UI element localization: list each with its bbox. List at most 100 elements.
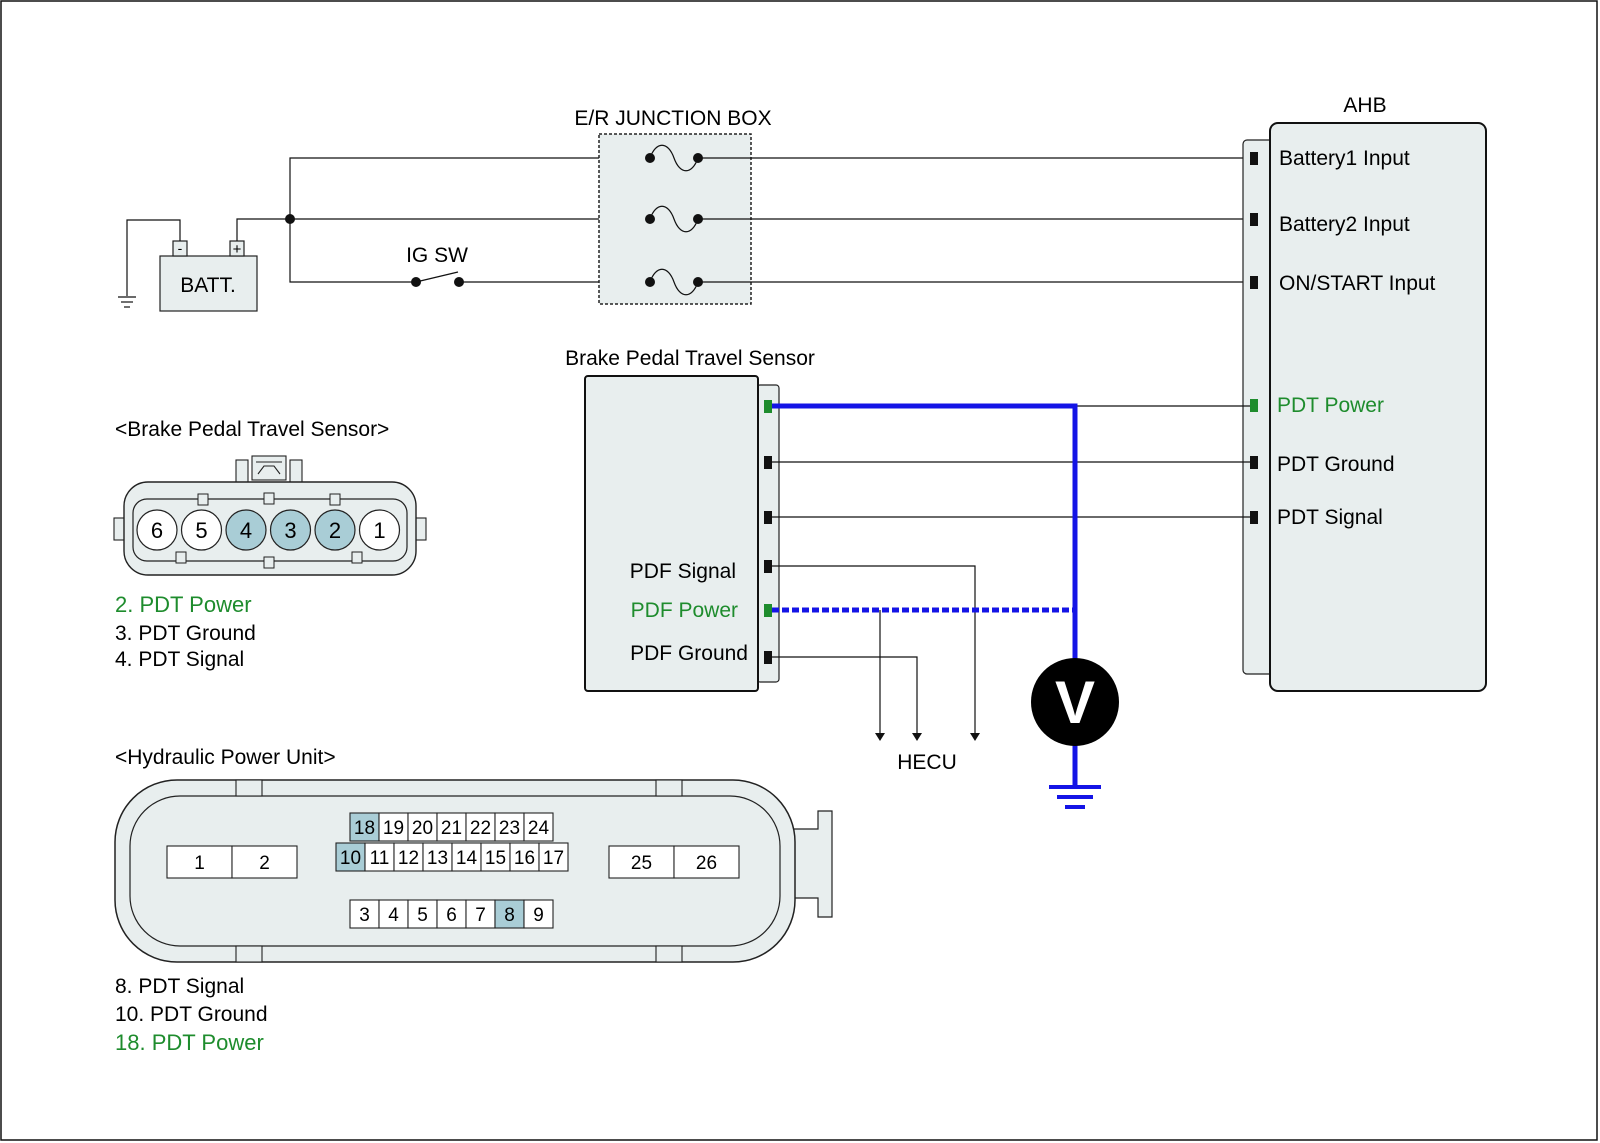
hpu-pin-8: 8: [494, 899, 525, 929]
sensor-pin-number: 4: [240, 518, 252, 543]
hpu-connector-legend: 8. PDT Signal 10. PDT Ground 18. PDT Pow…: [115, 975, 268, 1055]
sensor-pin-4: 4: [225, 509, 267, 551]
hpu-pin-number: 7: [475, 905, 486, 926]
junction-box: E/R JUNCTION BOX: [574, 107, 772, 305]
sensor-legend-item: 4. PDT Signal: [115, 648, 244, 671]
hpu-pin-25: 25: [608, 845, 675, 879]
bpts-label-pdf-ground: PDF Ground: [630, 642, 748, 665]
sensor-pin-number: 5: [195, 518, 207, 543]
hecu-label: HECU: [897, 751, 957, 774]
ahb-pin-pdt-signal: PDT Signal: [1277, 506, 1383, 529]
hpu-pin-number: 22: [470, 818, 491, 839]
junction-box-title: E/R JUNCTION BOX: [574, 107, 771, 130]
voltmeter-symbol: V: [1055, 669, 1095, 736]
ahb-body: [1269, 122, 1487, 692]
hpu-pin-12: 12: [393, 842, 424, 872]
hpu-pin-number: 9: [533, 905, 544, 926]
battery-label: BATT.: [180, 274, 236, 297]
sensor-pin-2: 2: [314, 509, 356, 551]
hpu-pin-number: 5: [417, 905, 428, 926]
sensor-pin-number: 3: [284, 518, 296, 543]
battery-positive-label: +: [233, 241, 242, 258]
sensor-pin-5: 5: [180, 509, 223, 551]
bpts-connector-strip: [756, 384, 780, 683]
hpu-pin-number: 10: [340, 848, 361, 869]
fuse-1: [645, 144, 703, 172]
ahb-supply-wires: [698, 157, 1250, 283]
hpu-pin-16: 16: [509, 842, 540, 872]
splice-dot: [285, 214, 295, 224]
sensor-legend-item: 3. PDT Ground: [115, 622, 256, 645]
sensor-connector-title: <Brake Pedal Travel Sensor>: [115, 418, 389, 441]
hpu-connector-title: <Hydraulic Power Unit>: [115, 746, 336, 769]
hpu-legend-item: 10. PDT Ground: [115, 1003, 268, 1026]
hpu-pin-6: 6: [436, 899, 467, 929]
hpu-pin-26: 26: [673, 845, 740, 879]
sensor-legend-item: 2. PDT Power: [115, 592, 252, 617]
hpu-pin-10: 10: [335, 842, 366, 872]
sensor-hecu-wires: [772, 565, 976, 733]
measurement-wires: [772, 403, 1078, 785]
fuse-3: [645, 268, 703, 296]
hpu-pin-number: 1: [194, 853, 205, 874]
ahb-pin-on-start: ON/START Input: [1279, 272, 1436, 295]
hpu-pin-number: 3: [359, 905, 370, 926]
sensor-ahb-wires: [772, 405, 1250, 518]
hecu-arrows: [875, 733, 980, 741]
hpu-pin-11: 11: [364, 842, 395, 872]
ahb-module: AHB Battery1 Input Battery2 Input ON/STA…: [1242, 94, 1487, 692]
hpu-pin-number: 25: [631, 853, 652, 874]
hpu-pin-number: 23: [499, 818, 520, 839]
hpu-pin-number: 26: [696, 853, 717, 874]
sensor-connector-legend: 2. PDT Power 3. PDT Ground 4. PDT Signal: [115, 592, 256, 671]
sensor-pin-1: 1: [358, 509, 401, 551]
ground-icon: [1049, 785, 1101, 809]
hpu-pin-number: 18: [354, 818, 375, 839]
hpu-pin-22: 22: [465, 812, 496, 842]
hpu-pin-20: 20: [407, 812, 438, 842]
hpu-legend-item: 18. PDT Power: [115, 1030, 264, 1055]
bpts-pin-markers: [764, 400, 772, 664]
hpu-pin-7: 7: [465, 899, 496, 929]
bpts-label-pdf-signal: PDF Signal: [630, 560, 736, 583]
hpu-pin-3: 3: [349, 899, 380, 929]
hpu-pin-number: 19: [383, 818, 404, 839]
hpu-pin-13: 13: [422, 842, 453, 872]
hpu-pin-1: 1: [166, 845, 233, 879]
hpu-pin-number: 15: [485, 848, 506, 869]
bpts-body: [584, 375, 759, 692]
hpu-pin-number: 13: [427, 848, 448, 869]
ahb-pin-battery2: Battery2 Input: [1279, 213, 1410, 236]
hpu-pin-9: 9: [523, 899, 554, 929]
hpu-pin-23: 23: [494, 812, 525, 842]
hpu-pin-number: 2: [259, 853, 270, 874]
sensor-pin-3: 3: [269, 509, 312, 551]
hpu-pin-number: 12: [398, 848, 419, 869]
battery-body: [159, 255, 258, 312]
ahb-pin-battery1: Battery1 Input: [1279, 147, 1410, 170]
battery-negative-label: -: [178, 240, 183, 256]
sensor-pin-6: 6: [136, 509, 178, 551]
hpu-pin-4: 4: [378, 899, 409, 929]
voltmeter-icon: V: [1031, 658, 1119, 746]
sensor-pin-number: 2: [329, 518, 341, 543]
ahb-pin-pdt-power: PDT Power: [1277, 394, 1384, 417]
hpu-pin-24: 24: [523, 812, 554, 842]
hpu-pin-number: 6: [446, 905, 457, 926]
hpu-pin-19: 19: [378, 812, 409, 842]
hpu-pin-number: 11: [370, 848, 390, 869]
hpu-pin-14: 14: [451, 842, 482, 872]
ig-switch: IG SW: [406, 244, 468, 287]
bpts-module: Brake Pedal Travel Sensor PDF Signal PDF…: [565, 347, 815, 692]
battery: BATT. - +: [159, 240, 258, 312]
hpu-pin-2: 2: [231, 845, 298, 879]
hpu-pin-15: 15: [480, 842, 511, 872]
hpu-pin-5: 5: [407, 899, 438, 929]
sensor-pin-number: 6: [151, 518, 163, 543]
ahb-pin-pdt-ground: PDT Ground: [1277, 453, 1395, 476]
sensor-pin-number: 1: [373, 518, 385, 543]
hpu-pin-number: 16: [514, 848, 535, 869]
bpts-label-pdf-power: PDF Power: [631, 599, 738, 622]
